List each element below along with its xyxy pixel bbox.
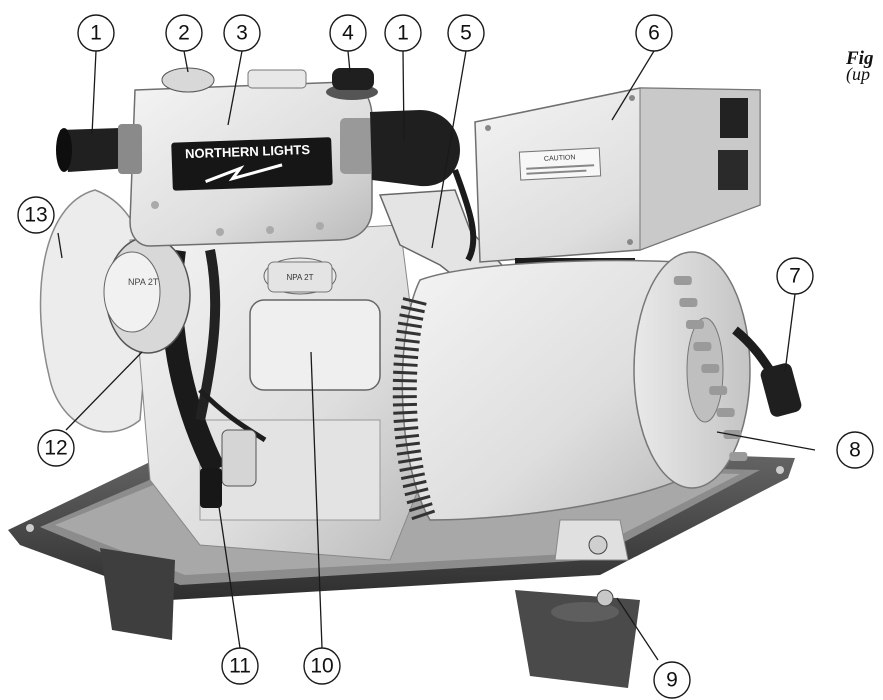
svg-text:10: 10 <box>310 655 333 678</box>
svg-text:3: 3 <box>236 22 248 45</box>
leader-lines <box>57 50 816 661</box>
vent-slot <box>673 276 692 285</box>
svg-text:9: 9 <box>666 669 678 692</box>
callout-5: 5 <box>447 14 485 52</box>
callout-1a: 1 <box>77 14 115 52</box>
svg-text:1: 1 <box>90 22 102 45</box>
callout-9: 9 <box>653 661 691 699</box>
vent-slot <box>709 386 728 395</box>
control-box: CAUTION <box>474 87 761 263</box>
vent-slots <box>673 276 748 461</box>
starter-part-code: NPA 2T <box>287 273 314 282</box>
svg-text:12: 12 <box>44 437 67 460</box>
svg-text:13: 13 <box>24 204 47 227</box>
vent-slot <box>679 298 698 307</box>
caution-label: CAUTION <box>544 154 576 163</box>
callout-3: 3 <box>223 14 261 52</box>
vent-slot <box>701 364 720 373</box>
vent-slot <box>693 342 712 351</box>
wiring-harness <box>198 388 267 508</box>
svg-text:7: 7 <box>789 265 801 288</box>
svg-text:11: 11 <box>229 655 251 678</box>
heat-exchanger: NORTHERN LIGHTS <box>129 81 373 247</box>
callout-7: 7 <box>776 257 814 295</box>
callout-4: 4 <box>329 14 367 52</box>
svg-text:5: 5 <box>460 22 472 45</box>
brand-plate-text: NORTHERN LIGHTS <box>185 142 311 161</box>
svg-text:4: 4 <box>342 22 354 45</box>
hose-left <box>56 124 142 174</box>
svg-text:1: 1 <box>397 22 409 45</box>
starter-motor: NPA 2T <box>249 257 381 391</box>
hose-right <box>340 110 460 187</box>
callout-13: 13 <box>17 196 55 234</box>
pump-part-code: NPA 2T <box>128 277 159 287</box>
vent-slot <box>729 452 748 461</box>
water-pump: NPA 2T <box>103 236 191 354</box>
figure-caption-title: Fig <box>846 48 874 69</box>
ac-output-cable <box>732 326 802 417</box>
vent-slot <box>716 408 735 417</box>
callout-2: 2 <box>165 14 203 52</box>
vent-slot <box>686 320 704 329</box>
callout-11: 11 <box>221 647 259 685</box>
svg-text:8: 8 <box>849 439 861 462</box>
callout-10: 10 <box>303 647 341 685</box>
figure-caption-subtitle: (up <box>846 64 870 84</box>
front-left-mount <box>100 548 175 640</box>
callout-1b: 1 <box>384 14 422 52</box>
pressure-cap <box>161 67 215 93</box>
fill-cap <box>326 68 378 100</box>
callout-6: 6 <box>635 14 673 52</box>
callout-8: 8 <box>836 431 874 469</box>
generator-housing <box>392 251 751 525</box>
svg-text:2: 2 <box>178 22 190 45</box>
svg-text:6: 6 <box>648 22 660 45</box>
callout-12: 12 <box>37 429 75 467</box>
